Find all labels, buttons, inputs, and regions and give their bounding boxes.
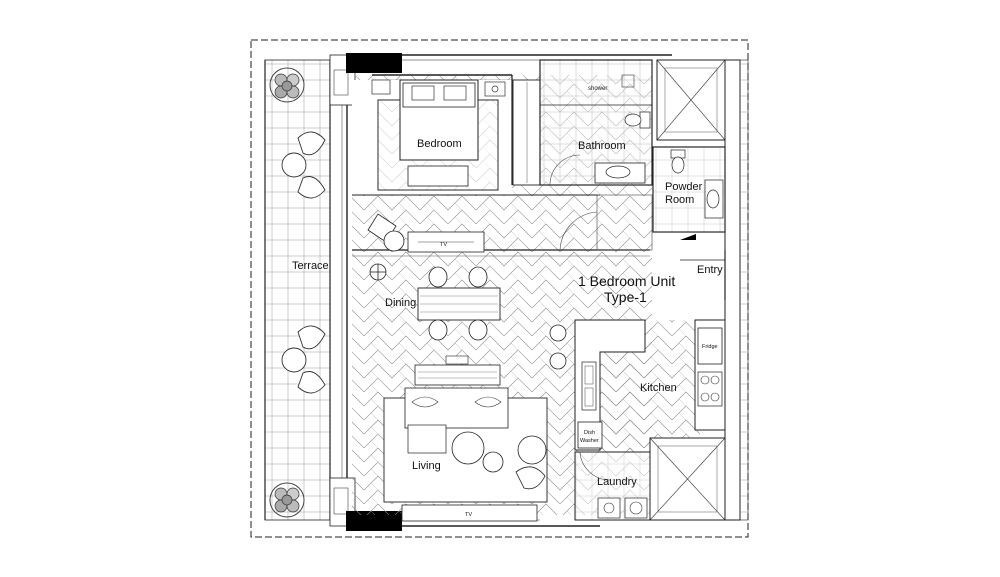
toilet-icon — [624, 111, 651, 129]
armchair-icon — [281, 131, 326, 199]
dining-table — [417, 287, 501, 321]
laundry-area — [574, 451, 651, 521]
service-shaft — [649, 437, 726, 521]
dishwasher-label-line1: Dish — [584, 430, 595, 436]
armchair-icon — [369, 263, 488, 341]
shrub-icon — [269, 67, 305, 103]
dining-label: Dining — [385, 297, 416, 309]
column — [346, 511, 402, 531]
powder-room-label-line2: Room — [665, 194, 694, 206]
kitchen-area — [549, 319, 726, 451]
shower-label: shower — [588, 86, 607, 92]
living-label: Living — [412, 460, 441, 472]
wardrobe — [512, 79, 541, 186]
fridge-label: Fridge — [702, 344, 718, 350]
shrub-icon — [269, 482, 305, 518]
unit-title-line1: 1 Bedroom Unit — [578, 273, 675, 289]
service-shaft — [656, 59, 726, 141]
sink-icon — [704, 179, 724, 219]
bedroom-label: Bedroom — [417, 138, 462, 150]
powder-room-label-line1: Powder — [665, 181, 703, 193]
tv-unit-bedroom — [407, 231, 485, 253]
terrace-area — [264, 59, 348, 521]
laundry-label: Laundry — [597, 476, 637, 488]
armchair-icon — [367, 213, 405, 252]
bed-icon — [399, 79, 479, 187]
armchair-icon — [515, 466, 546, 490]
living-area — [383, 355, 548, 522]
column — [346, 53, 402, 73]
toilet-icon — [670, 149, 686, 174]
bathroom-area — [539, 59, 653, 186]
stove-icon — [697, 371, 723, 407]
entry-label: Entry — [697, 264, 723, 276]
powder-room-area — [652, 146, 726, 240]
terrace-label: Terrace — [292, 260, 329, 272]
sink-icon — [594, 162, 646, 184]
unit-title-line2: Type-1 — [604, 289, 647, 305]
kitchen-label: Kitchen — [640, 382, 677, 394]
bedroom-area — [352, 75, 513, 195]
tv-label-bedroom: TV — [440, 242, 447, 248]
dishwasher-label-line2: Washer — [580, 438, 599, 444]
bathroom-label: Bathroom — [578, 140, 626, 152]
armchair-icon — [281, 325, 326, 394]
tv-label-living: TV — [465, 512, 472, 518]
